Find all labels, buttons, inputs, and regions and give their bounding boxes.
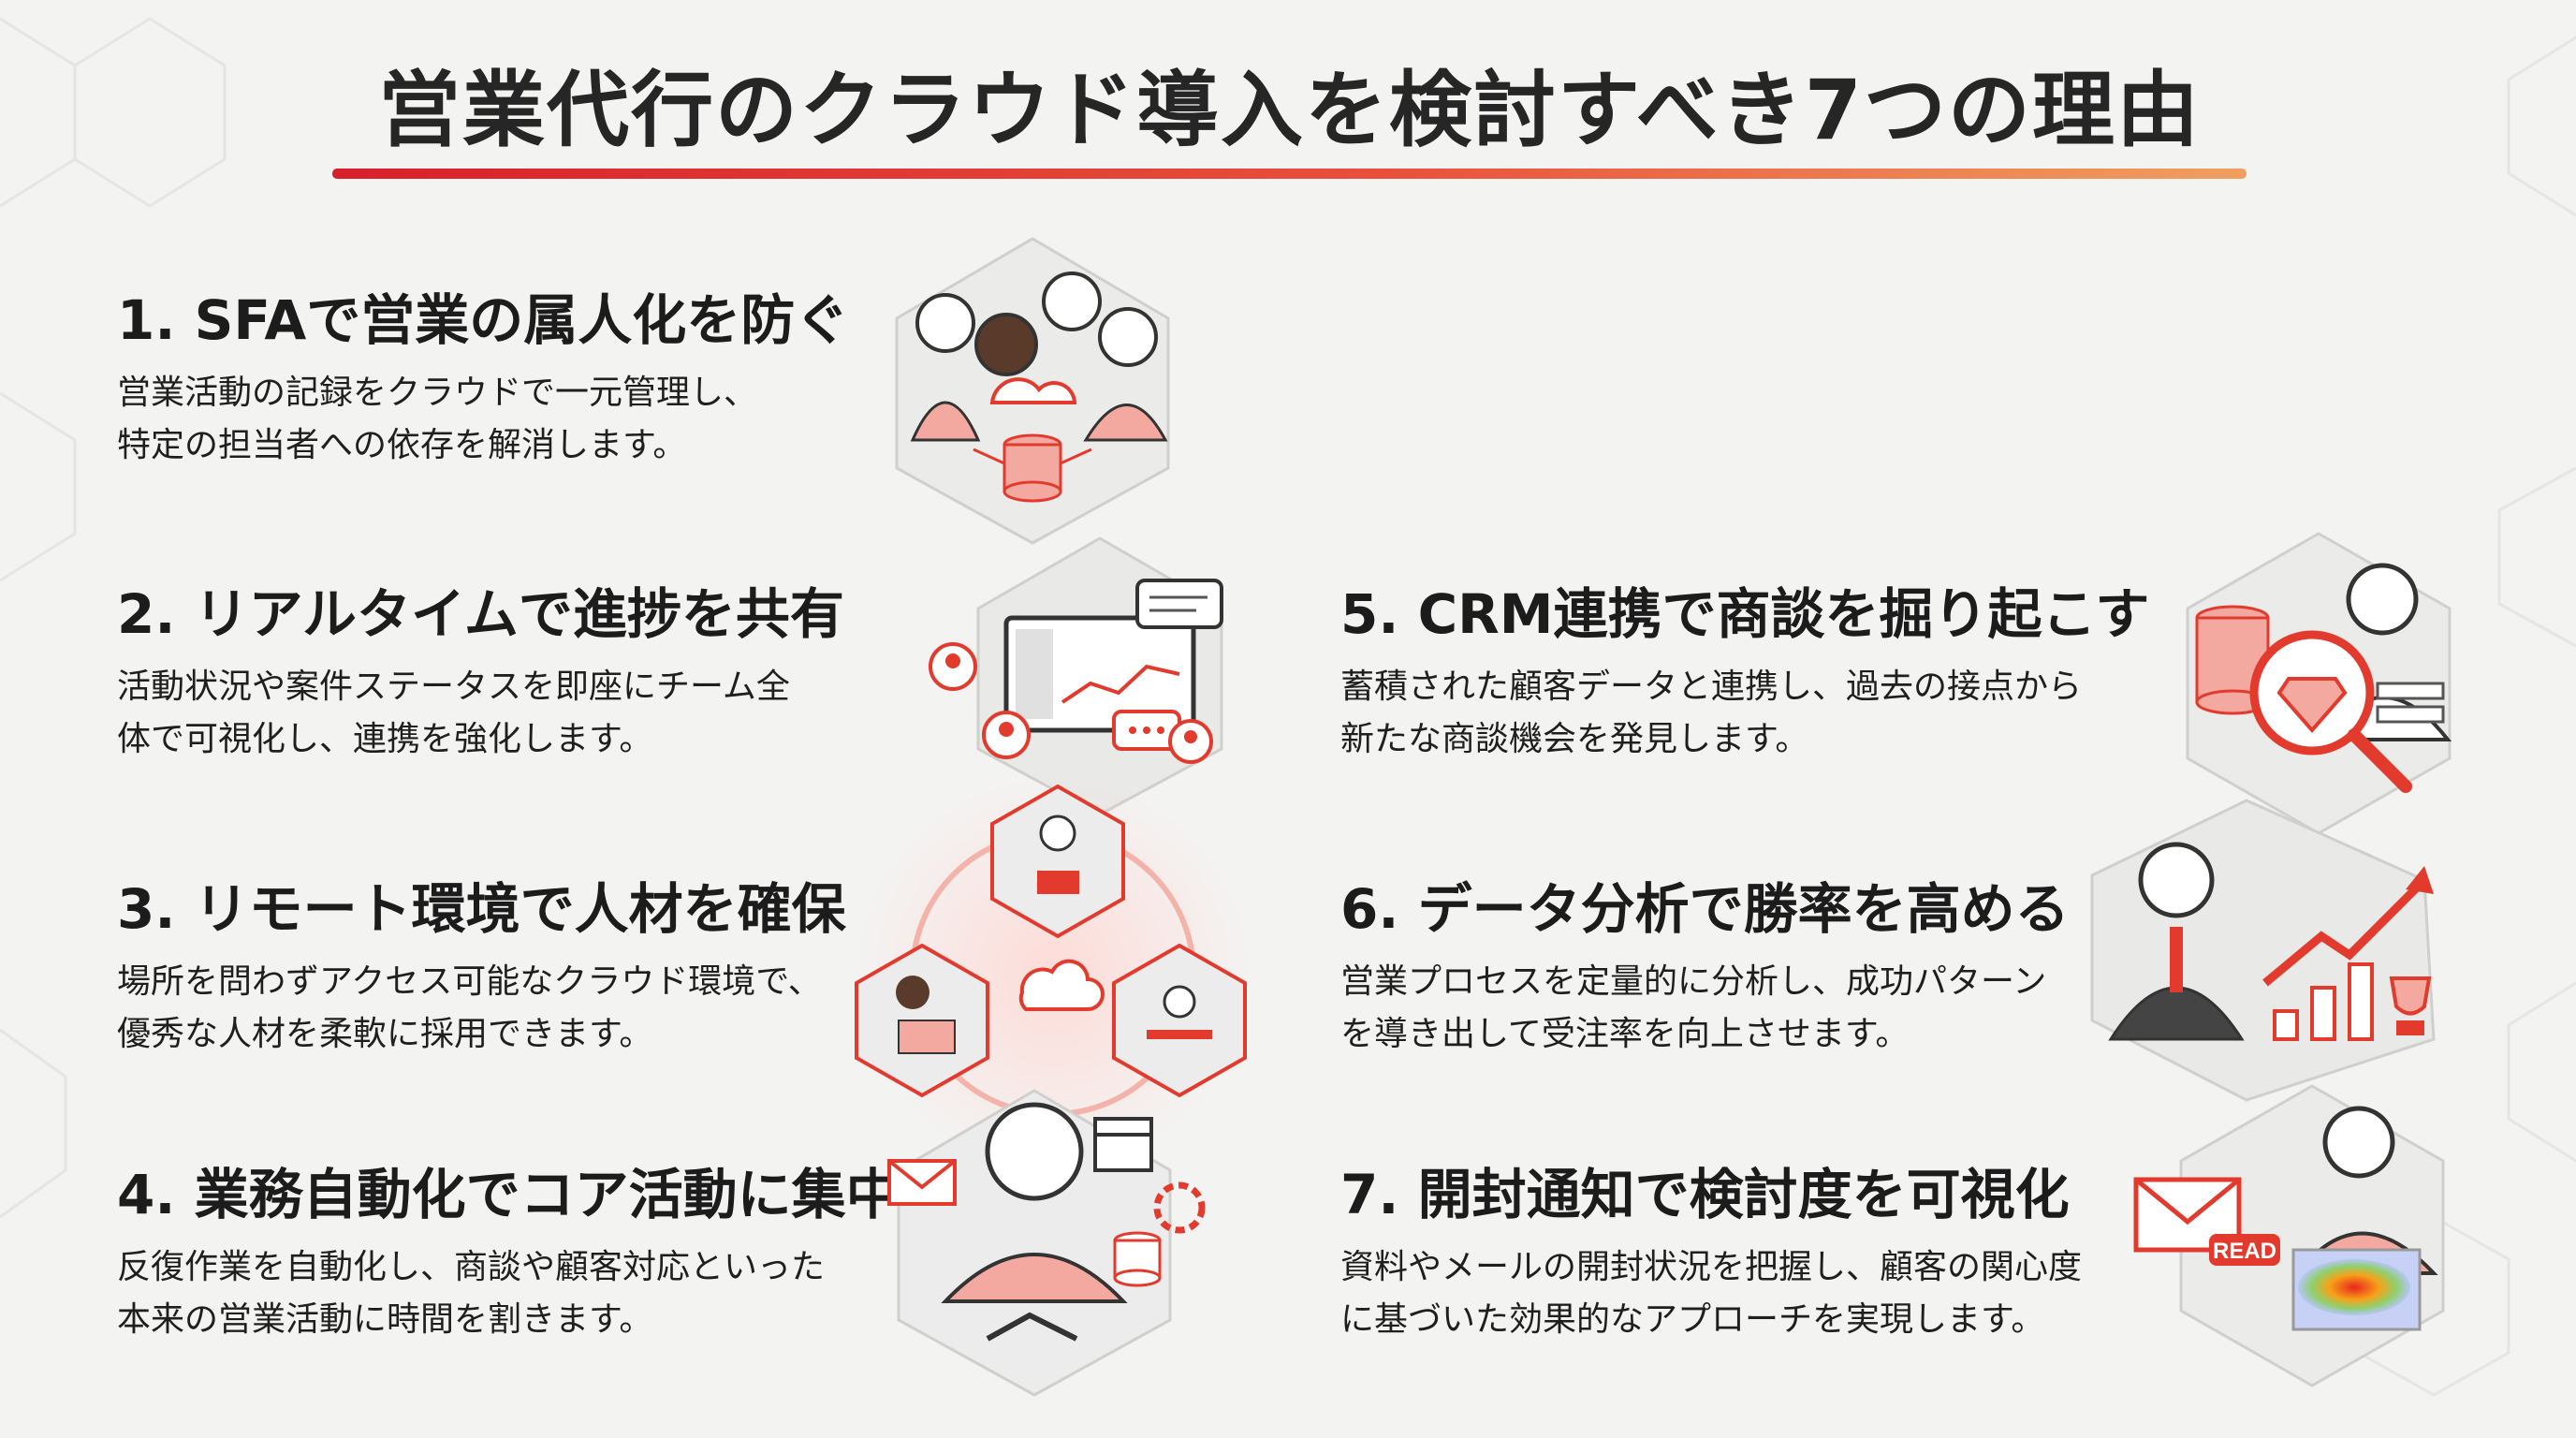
- reason-3: 3. リモート環境で人材を確保 場所を問わずアクセス可能なクラウド環境で、 優秀…: [117, 875, 846, 1061]
- growth-chart-trophy-icon: [2090, 799, 2436, 1102]
- dashboard-monitor-icon: [929, 536, 1223, 816]
- reason-line: 新たな商談機会を発見します。: [1340, 720, 1809, 758]
- reason-line: 活動状況や案件ステータスを即座にチーム全: [117, 668, 790, 706]
- page-title: 営業代行のクラウド導入を検討すべき7つの理由: [377, 62, 2202, 158]
- reason-line: 体で可視化し、連携を強化します。: [117, 720, 653, 758]
- reason-line: 蓄積された顧客データと連携し、過去の接点から: [1340, 668, 2083, 706]
- reason-heading: 1. SFAで営業の属人化を防ぐ: [117, 288, 850, 352]
- reason-description: 営業プロセスを定量的に分析し、成功パターン を導き出して受注率を向上させます。: [1340, 956, 2070, 1061]
- reason-heading: 2. リアルタイムで進捗を共有: [117, 582, 844, 646]
- title-block: 営業代行のクラウド導入を検討すべき7つの理由: [332, 58, 2247, 180]
- reason-description: 活動状況や案件ステータスを即座にチーム全 体で可視化し、連携を強化します。: [117, 661, 844, 766]
- reason-1: 1. SFAで営業の属人化を防ぐ 営業活動の記録をクラウドで一元管理し、 特定の…: [117, 286, 849, 472]
- reason-heading: 4. 業務自動化でコア活動に集中: [117, 1163, 900, 1226]
- reason-line: 営業活動の記録をクラウドで一元管理し、: [117, 374, 758, 412]
- reason-description: 場所を問わずアクセス可能なクラウド環境で、 優秀な人材を柔軟に採用できます。: [117, 956, 846, 1061]
- automation-handshake-icon: [887, 1089, 1206, 1397]
- reason-line: 優秀な人材を柔軟に採用できます。: [117, 1015, 653, 1053]
- read-badge-label: READ: [2213, 1239, 2276, 1264]
- reason-4: 4. 業務自動化でコア活動に集中 反復作業を自動化し、商談や顧客対応といった 本…: [117, 1161, 900, 1346]
- reason-line: 場所を問わずアクセス可能なクラウド環境で、: [117, 962, 822, 1001]
- reason-line: 営業プロセスを定量的に分析し、成功パターン: [1340, 962, 2047, 1001]
- read-badge: [2209, 1234, 2280, 1266]
- magnifier-gem-icon: [2186, 532, 2452, 835]
- reason-line: 資料やメールの開封状況を把握し、顧客の関心度: [1340, 1248, 2083, 1286]
- reason-line: 反復作業を自動化し、商談や顧客対応といった: [117, 1248, 826, 1286]
- reason-5: 5. CRM連携で商談を掘り起こす 蓄積された顧客データと連携し、過去の接点から…: [1340, 580, 2149, 766]
- reason-line: 本来の営業活動に時間を割きます。: [117, 1300, 653, 1339]
- team-cloud-database-icon: [895, 237, 1170, 545]
- reason-description: 蓄積された顧客データと連携し、過去の接点から 新たな商談機会を発見します。: [1340, 661, 2149, 766]
- reason-2: 2. リアルタイムで進捗を共有 活動状況や案件ステータスを即座にチーム全 体で可…: [117, 580, 844, 766]
- reason-description: 営業活動の記録をクラウドで一元管理し、 特定の担当者への依存を解消します。: [117, 367, 849, 472]
- reason-description: 資料やメールの開封状況を把握し、顧客の関心度 に基づいた効果的なアプローチを実現…: [1340, 1241, 2082, 1346]
- reason-heading: 6. データ分析で勝率を高める: [1340, 877, 2070, 941]
- reason-description: 反復作業を自動化し、商談や顧客対応といった 本来の営業活動に時間を割きます。: [117, 1241, 900, 1346]
- reason-7: 7. 開封通知で検討度を可視化 資料やメールの開封状況を把握し、顧客の関心度 に…: [1340, 1161, 2082, 1346]
- reason-6: 6. データ分析で勝率を高める 営業プロセスを定量的に分析し、成功パターン を導…: [1340, 875, 2070, 1061]
- title-underline: [332, 169, 2247, 179]
- reason-heading: 3. リモート環境で人材を確保: [117, 877, 846, 941]
- reason-heading: 7. 開封通知で検討度を可視化: [1340, 1163, 2070, 1226]
- reason-line: を導き出して受注率を向上させます。: [1340, 1015, 1910, 1053]
- reason-line: に基づいた効果的なアプローチを実現します。: [1340, 1300, 2045, 1339]
- reason-line: 特定の担当者への依存を解消します。: [117, 426, 687, 464]
- remote-network-icon: [855, 777, 1250, 1170]
- reason-heading: 5. CRM連携で商談を掘り起こす: [1340, 582, 2150, 646]
- email-read-heatmap-icon: READ: [2133, 1084, 2445, 1387]
